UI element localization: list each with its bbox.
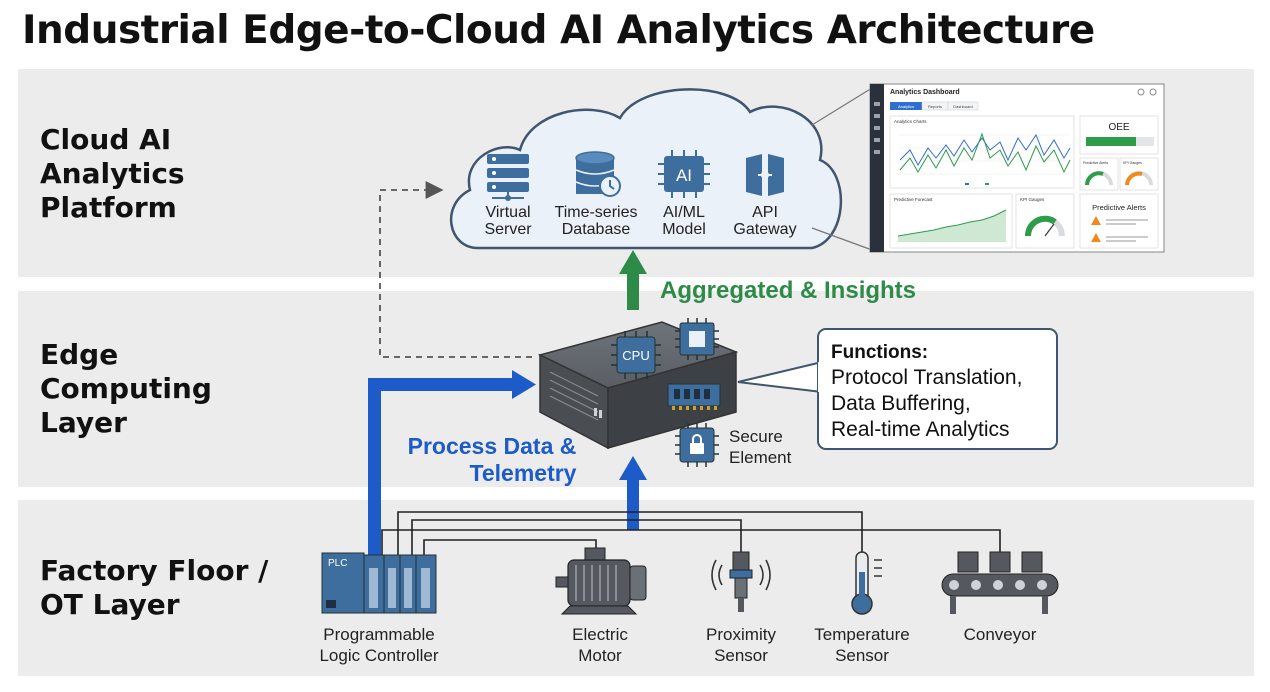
svg-text:Analytics: Analytics	[898, 104, 914, 109]
secure-element-icon	[675, 423, 719, 467]
conveyor-label: Conveyor	[964, 625, 1037, 644]
factory-layer-label: Factory Floor / OT Layer	[40, 554, 269, 621]
virtual-server-icon	[487, 154, 529, 201]
svg-text:CPU: CPU	[622, 348, 649, 363]
svg-text:KPI Gauges: KPI Gauges	[1020, 197, 1045, 202]
plc-icon: PLC	[321, 552, 437, 614]
dashboard-predictive-alerts: Predictive Alerts	[1092, 203, 1146, 212]
process-data-label-1: Process Data &	[408, 433, 577, 459]
chip-icon	[675, 318, 719, 360]
database-label-1: Time-series	[555, 204, 638, 221]
dashboard-oee-label: OEE	[1108, 122, 1129, 133]
svg-text:PLC: PLC	[328, 558, 347, 569]
plc-label-2: Logic Controller	[319, 646, 438, 665]
proximity-label-1: Proximity	[706, 625, 776, 644]
dashed-connector	[379, 181, 532, 358]
thermometer-icon	[851, 551, 882, 615]
function-item: Protocol Translation,	[831, 366, 1022, 389]
svg-text:AI: AI	[676, 166, 692, 185]
svg-text:Analytics Charts: Analytics Charts	[894, 119, 927, 124]
analytics-dashboard-thumbnail: Analytics Dashboard Analytics Reports Da…	[869, 83, 1165, 253]
function-item: Real-time Analytics	[831, 418, 1010, 441]
aggregated-insights-label: Aggregated & Insights	[660, 277, 916, 304]
dashboard-title: Analytics Dashboard	[890, 89, 960, 96]
secure-element-label-1: Secure	[729, 427, 783, 446]
aggregated-insights-arrow	[619, 250, 647, 310]
functions-callout	[737, 328, 1058, 450]
virtual-server-label-2: Server	[484, 221, 532, 238]
svg-text:Predictive Forecast: Predictive Forecast	[894, 197, 933, 202]
secure-element-label-2: Element	[729, 448, 792, 467]
ai-chip-icon: AI	[658, 150, 710, 198]
edge-layer-label: Edge Computing Layer	[40, 338, 212, 439]
ai-model-label-1: AI/ML	[663, 204, 705, 221]
conveyor-icon	[941, 551, 1059, 614]
ai-model-label-2: Model	[662, 221, 706, 238]
virtual-server-label-1: Virtual	[485, 204, 530, 221]
motor-label-1: Electric	[572, 625, 628, 644]
cloud-layer-label: Cloud AI Analytics Platform	[40, 123, 185, 224]
svg-text:Dashboard: Dashboard	[953, 104, 973, 109]
dashboard-line-blue	[899, 133, 1071, 167]
process-data-label-2: Telemetry	[470, 460, 577, 486]
plc-label-1: Programmable	[323, 625, 435, 644]
svg-text:Reports: Reports	[928, 104, 942, 109]
motor-label-2: Motor	[578, 646, 622, 665]
proximity-label-2: Sensor	[714, 646, 768, 665]
cpu-chip-icon: CPU	[611, 331, 661, 379]
temperature-label-2: Sensor	[835, 646, 889, 665]
cloud-shape	[449, 88, 842, 250]
svg-text:KPI Gauges: KPI Gauges	[1123, 161, 1142, 165]
api-gateway-label-2: Gateway	[733, 221, 796, 238]
api-gateway-icon	[746, 154, 784, 196]
dashboard-callout-line-top	[811, 87, 873, 126]
api-gateway-label-1: API	[752, 204, 778, 221]
proximity-sensor-icon	[711, 551, 771, 612]
time-series-database-icon	[575, 151, 621, 197]
dashboard-line-green	[899, 132, 1071, 174]
page-title: Industrial Edge-to-Cloud AI Analytics Ar…	[22, 8, 1095, 53]
electric-motor-icon	[555, 547, 647, 615]
process-data-arrow	[368, 370, 536, 556]
function-item: Data Buffering,	[831, 392, 971, 415]
field-bus-wiring	[381, 511, 1001, 555]
memory-module-icon	[667, 383, 721, 410]
svg-text:Predictive Alerts: Predictive Alerts	[1083, 161, 1108, 165]
database-label-2: Database	[562, 221, 631, 238]
temperature-label-1: Temperature	[814, 625, 909, 644]
functions-title: Functions:	[831, 342, 928, 363]
dashboard-callout-line-bottom	[811, 227, 873, 251]
telemetry-up-arrow	[619, 456, 647, 530]
